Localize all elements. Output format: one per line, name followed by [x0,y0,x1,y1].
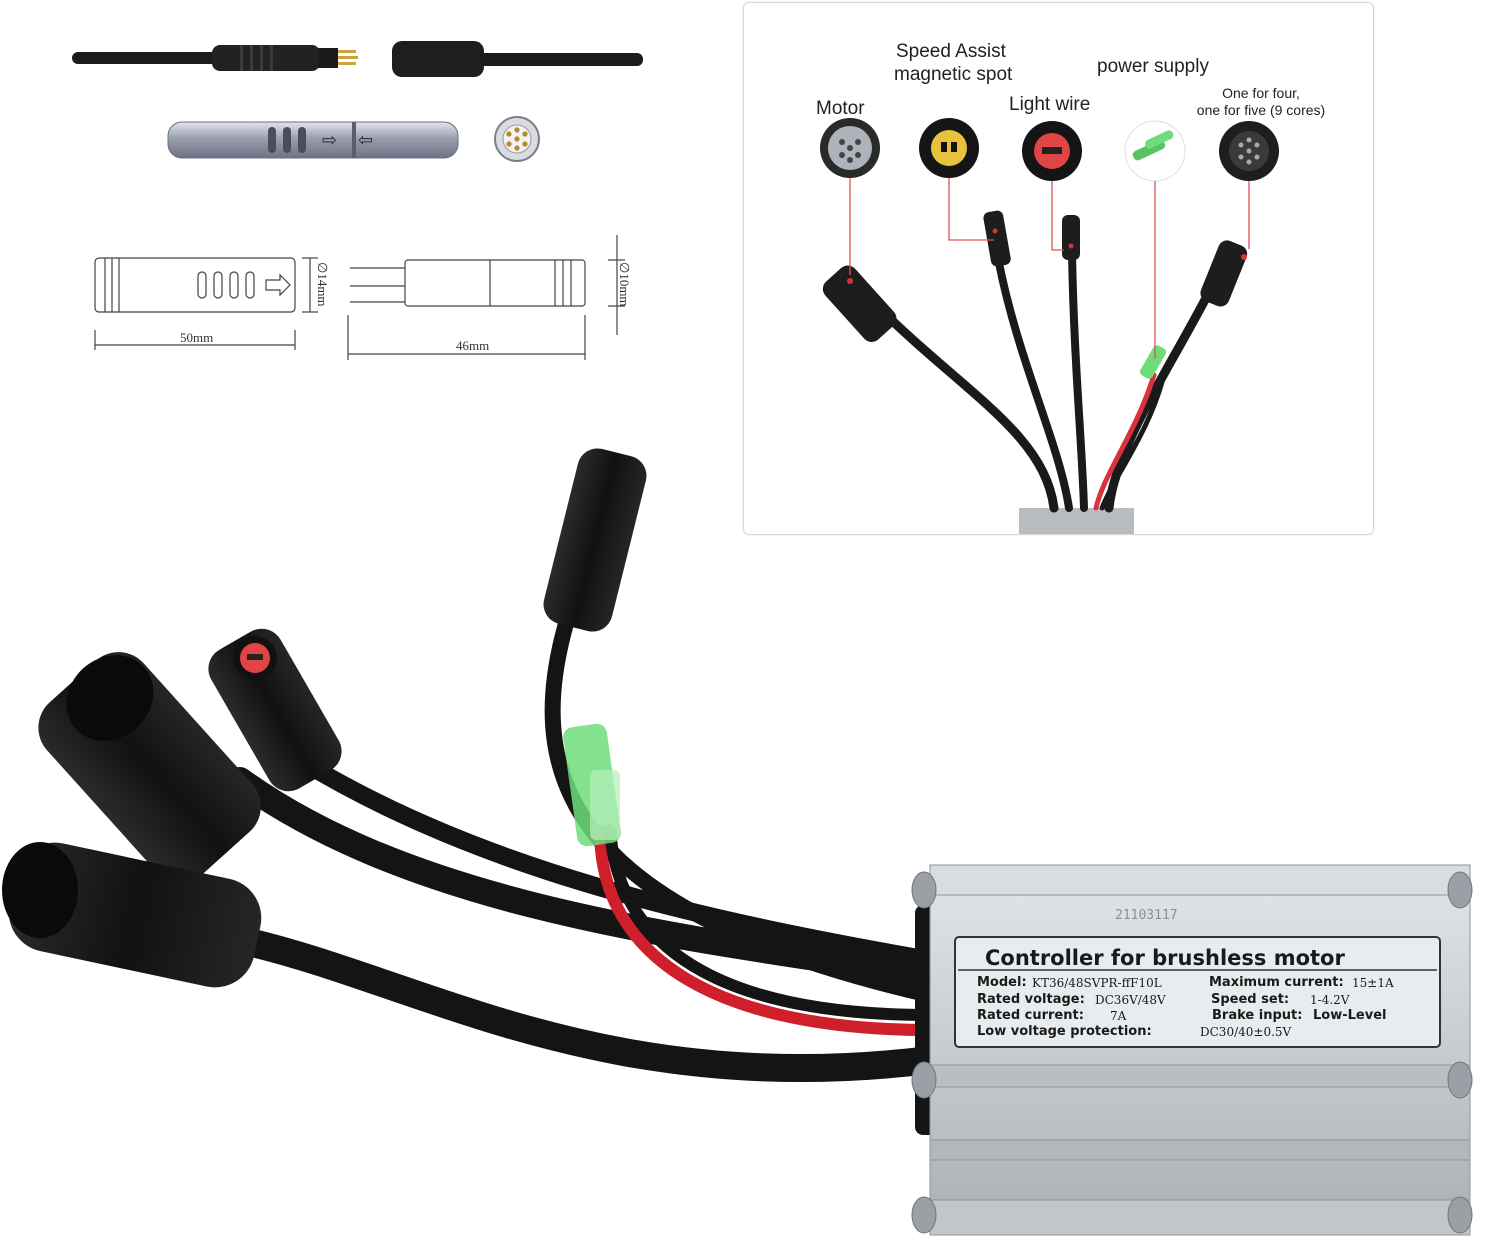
label-light-wire: Light wire [1009,94,1091,115]
dim-diameter-10: ∅10mm [617,262,632,307]
spec-model-label: Model: [977,975,1027,990]
callout-illustration [820,118,1279,534]
svg-text:⇦: ⇦ [358,130,373,151]
dim-length-46: 46mm [456,338,490,353]
spec-brake-input-value: Low-Level [1313,1008,1387,1023]
speed-assist-connector-icon [919,118,979,178]
light-plug [208,628,342,792]
stamp-number: 21103117 [1115,908,1178,923]
spec-model-value: KT36/48SVPR-ffF10L [1032,976,1162,990]
plate-title: Controller for brushless motor [985,946,1345,970]
power-terminal-icon [1124,120,1186,182]
label-speed-assist-line1: Speed Assist [896,41,1006,62]
male-connector [72,45,358,71]
speed-assist-plug [983,210,1011,267]
label-nine-core-line1: One for four, [1222,85,1300,101]
pin-face-icon [494,116,540,162]
spec-max-current-value: 15±1A [1352,976,1394,990]
spec-speed-set-label: Speed set: [1211,992,1290,1007]
controller-box [911,864,1473,1236]
technical-drawing [94,235,625,360]
controller-photo [2,448,1473,1236]
spec-low-voltage-label: Low voltage protection: [977,1024,1152,1039]
motor-plug-large [38,652,261,882]
spec-rated-current-label: Rated current: [977,1008,1084,1023]
spec-rated-current-value: 7A [1110,1009,1127,1023]
label-nine-core-line2: one for five (9 cores) [1196,102,1326,118]
mated-connector: ⇨ ⇦ [167,121,459,159]
spec-rated-voltage-value: DC36V/48V [1095,993,1166,1007]
green-terminal-connector [563,723,621,847]
power-plug [1200,240,1248,307]
wiring-callout-panel: Motor Speed Assist magnetic spot Light w… [743,2,1374,535]
spec-max-current-label: Maximum current: [1209,975,1344,990]
nine-core-connector-icon [1219,121,1279,181]
spec-speed-set-value: 1-4.2V [1310,993,1350,1007]
power-plug-large [2,842,262,988]
callout-lines [849,178,1250,359]
speed-sensor-plug [543,448,647,632]
light-wire-connector-icon [1022,121,1082,181]
motor-connector-icon [820,118,880,178]
light-wire-plug [1062,215,1080,260]
label-speed-assist-line2: magnetic spot [894,64,1013,85]
female-connector [392,41,643,77]
spec-rated-voltage-label: Rated voltage: [977,992,1085,1007]
motor-plug [822,265,897,342]
spec-brake-input-label: Brake input: [1212,1008,1303,1023]
connector-photo: ⇨ ⇦ [72,41,643,360]
spec-low-voltage-value: DC30/40±0.5V [1200,1025,1292,1039]
dim-diameter-14: ∅14mm [315,262,330,307]
dim-length-50: 50mm [180,330,214,345]
svg-text:⇨: ⇨ [322,130,337,151]
label-motor: Motor [816,98,865,119]
green-terminal [1139,345,1167,379]
label-power-supply: power supply [1097,56,1209,77]
